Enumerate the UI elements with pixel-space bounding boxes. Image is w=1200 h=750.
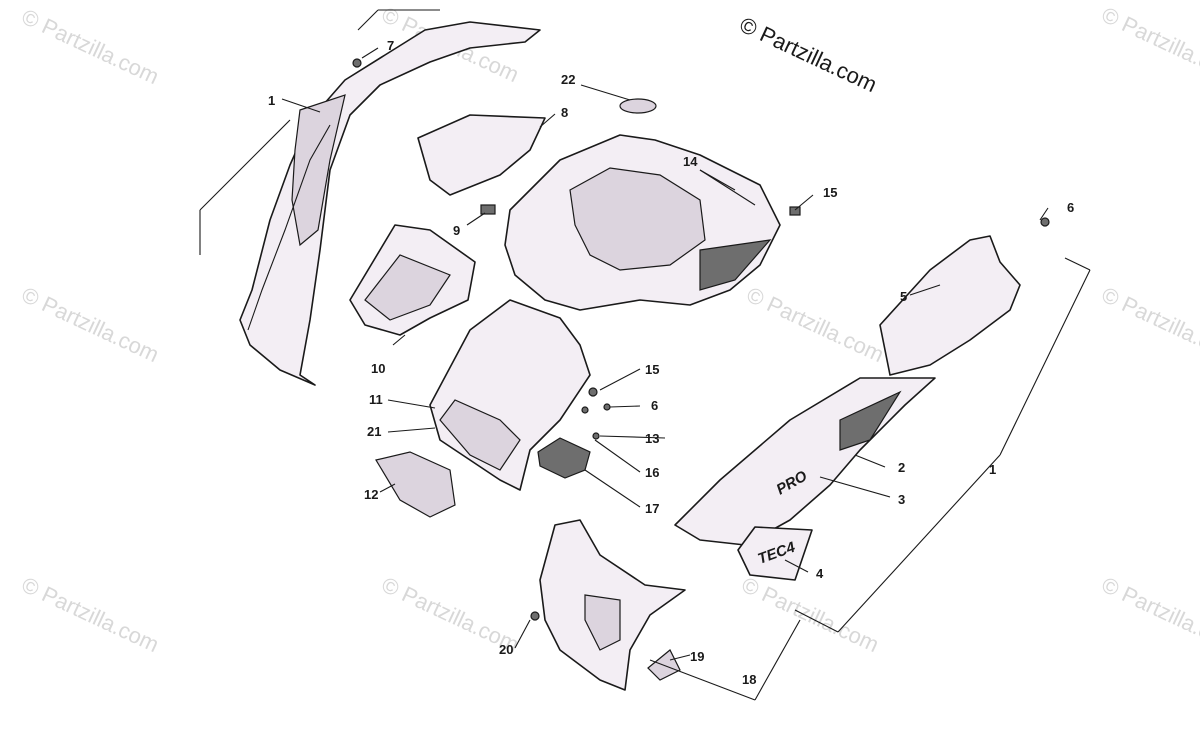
part-12-air-filter [375,451,456,518]
watermark: © Partzilla.com [1098,2,1200,87]
part-5-right-upper-trim [879,235,1021,376]
part-18-lower-nose-pan [539,519,686,691]
part-4-badge: TEC4 [737,526,813,581]
callout-15-center: 15 [645,362,659,377]
callout-1-left: 1 [268,93,275,108]
callout-13: 13 [645,431,659,446]
callout-15-right: 15 [823,185,837,200]
callout-20: 20 [499,642,513,657]
callout-3: 3 [898,492,905,507]
callout-4: 4 [816,566,824,581]
callout-numbers: 1 1 2 3 4 5 6 6 7 8 9 10 11 12 13 14 15 … [268,38,1074,687]
watermark: © Partzilla.com [18,4,163,89]
callout-2: 2 [898,460,905,475]
callout-8: 8 [561,105,568,120]
callout-10: 10 [371,361,385,376]
watermark: © Partzilla.com [738,572,883,657]
callout-1-right: 1 [989,462,996,477]
callout-5: 5 [900,289,907,304]
callout-22: 22 [561,72,575,87]
watermark: © Partzilla.com [18,572,163,657]
callout-19: 19 [690,649,704,664]
callout-9: 9 [453,223,460,238]
callout-11: 11 [369,392,383,407]
part-10-vent-duct [349,224,476,336]
callout-7: 7 [387,38,394,53]
watermark: © Partzilla.com [1098,282,1200,367]
callout-21: 21 [367,424,381,439]
part-8-cover-plate [417,114,546,196]
callout-6-right: 6 [1067,200,1074,215]
callout-12: 12 [364,487,378,502]
callout-14: 14 [683,154,698,169]
part-17-bracket [537,437,591,479]
callout-6-center: 6 [651,398,658,413]
copyright-label: © Partzilla.com [736,12,881,97]
callout-16: 16 [645,465,659,480]
watermarks: © Partzilla.com © Partzilla.com © Partzi… [18,2,1200,657]
callout-18: 18 [742,672,756,687]
part-1-left-side-panel [199,9,541,386]
watermark: © Partzilla.com [743,282,888,367]
callout-17: 17 [645,501,659,516]
hood-assembly [429,134,781,491]
leader-lines [281,47,1091,701]
part-1-right-side-panel: PRO [674,377,936,546]
part-9-clip [480,204,496,215]
part-22-emblem [619,98,657,114]
fasteners [352,58,1050,621]
watermark: © Partzilla.com [18,282,163,367]
watermark: © Partzilla.com [1098,572,1200,657]
